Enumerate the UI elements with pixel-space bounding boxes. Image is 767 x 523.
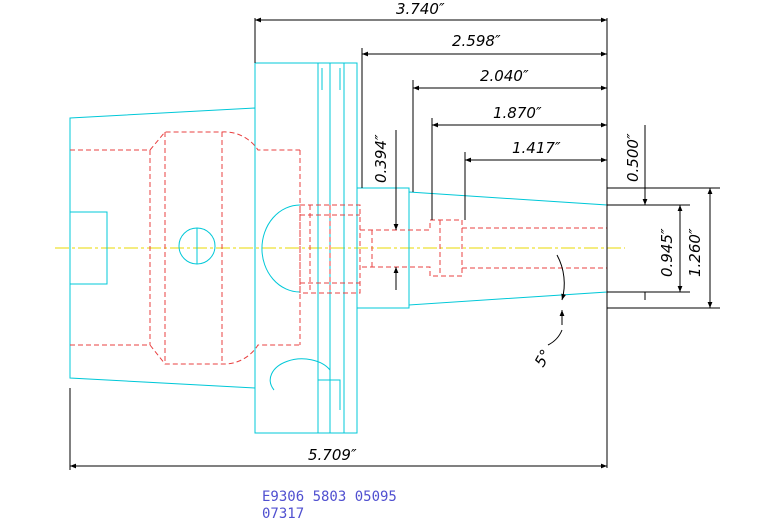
dim-3740: 3.740″: [396, 0, 445, 18]
dim-0500: 0.500″: [624, 133, 642, 182]
dim-5709: 5.709″: [308, 446, 357, 464]
dim-1260: 1.260″: [686, 228, 704, 277]
dimension-lines: [69, 17, 720, 470]
hidden-lines: [70, 131, 607, 365]
dim-1870: 1.870″: [493, 104, 542, 122]
part-code-line-1: E9306 5803 05095: [262, 489, 397, 505]
dim-angle: 5°: [531, 346, 555, 370]
dim-2040: 2.040″: [480, 67, 529, 85]
dim-1417: 1.417″: [512, 139, 561, 157]
dim-0394: 0.394″: [372, 134, 390, 183]
dim-0945: 0.945″: [658, 228, 676, 277]
part-code-line-2: 07317: [262, 506, 304, 522]
dim-2598: 2.598″: [452, 32, 501, 50]
